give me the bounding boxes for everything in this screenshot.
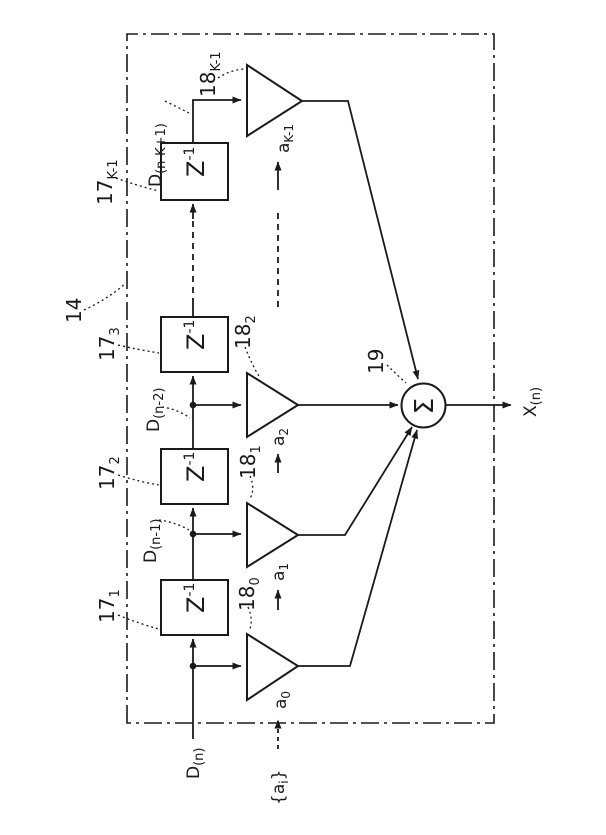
label-ref-18_1: 181 [236,445,264,479]
label-ref-18_0: 180 [235,577,263,611]
delay-box-17_2 [160,448,229,505]
label-ref-19: 19 [364,349,388,374]
leader-ref-18_2 [244,346,260,377]
last-tap-line [192,96,242,143]
delay-box-17_1 [160,579,229,636]
junction-dot-2 [189,401,197,409]
leader-ref-14 [83,283,126,311]
delay-symbol-4: Z-1 [182,147,210,177]
label-ref-14: 14 [62,298,86,323]
leader-ref-17_1 [117,614,160,630]
multiplier-triangle-18_0 [246,632,300,702]
delay-symbol-2: Z-1 [182,452,210,482]
label-ref-17_3: 173 [95,327,123,361]
junction-dot-0 [189,662,197,670]
label-ref-17_1: 171 [95,589,123,623]
multiplier-triangle-18_k1 [246,63,304,138]
leader-ref-19 [386,364,407,384]
delay-symbol-3: Z-1 [182,320,210,350]
label-coefficient-a0: a0 [271,691,293,709]
delay-box-17_k1 [160,142,229,201]
junction-dot-1 [189,530,197,538]
leader-ref-17_k1 [115,177,160,192]
label-output-signal: X(n) [521,387,544,417]
leader-ref-17_3 [117,344,160,354]
sum-feed-18_0 [298,429,419,667]
label-tap-signal-1: D(n-1) [141,519,164,563]
adder-sigma-symbol: Σ [410,398,440,414]
leader-ref-18_1 [248,475,254,501]
delay-box-17_3 [160,316,229,373]
multiplier-triangle-18_1 [246,501,300,569]
adder-circle [400,382,447,429]
delay-symbol-1: Z-1 [182,583,210,613]
label-tap-signal-k: D(n-K+1) [146,123,169,187]
system-boundary-box [126,33,495,724]
label-coefficient-ak1: aK-1 [274,124,296,153]
label-coefficient-a1: a1 [269,563,291,581]
label-ref-18_2: 182 [231,315,259,349]
sum-feed-18_k1 [302,100,420,380]
sum-feed-18_1 [298,426,413,536]
leader-signal-d_nk1 [164,100,190,114]
multiplier-triangle-18_2 [246,371,300,439]
label-coefficient-set: {ai} [269,770,291,805]
leader-signal-d_n1 [158,519,190,531]
leader-ref-18_k1 [217,68,245,79]
label-ref-17_k1: 17K-1 [93,159,121,205]
label-ref-18_k1: 18K-1 [196,51,224,97]
label-ref-17_2: 172 [95,456,123,490]
label-tap-signal-2: D(n-2) [144,388,167,432]
label-coefficient-a2: a2 [269,428,291,446]
label-input-signal: D(n) [184,748,207,779]
leader-ref-17_2 [117,474,160,486]
